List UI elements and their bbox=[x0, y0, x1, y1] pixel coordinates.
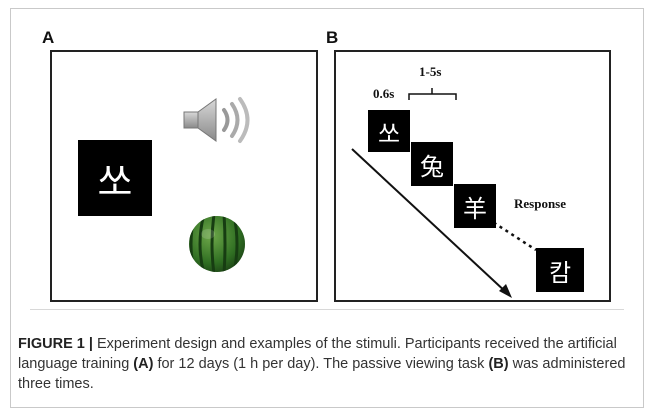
speaker-icon bbox=[183, 97, 250, 143]
caption-divider bbox=[30, 309, 624, 310]
caption-part-3: was administered three times. bbox=[18, 356, 626, 392]
panel-b: 0.6s 1-5s 쏘 兔 羊 Response 캄 bbox=[334, 50, 611, 302]
response-label: Response bbox=[514, 196, 567, 211]
panel-a: 쏘 bbox=[50, 50, 318, 302]
figure-label: FIGURE 1 | bbox=[18, 336, 93, 352]
caption-ref-a: (A) bbox=[133, 356, 154, 372]
stimulus-2-glyph: 兔 bbox=[420, 152, 444, 181]
caption-part-1: Experiment design and examples of the st… bbox=[18, 336, 617, 372]
stimulus-4-glyph: 캄 bbox=[548, 258, 572, 287]
stimulus-3: 羊 bbox=[454, 184, 496, 228]
stimulus-2: 兔 bbox=[411, 142, 453, 186]
panel-a-glyph: 쏘 bbox=[97, 159, 133, 204]
caption-part-2: for 12 days (1 h per day). The passive v… bbox=[153, 356, 489, 372]
panel-a-glyph-box: 쏘 bbox=[78, 140, 152, 216]
time-label-2: 1-5s bbox=[419, 64, 442, 79]
watermelon-icon bbox=[189, 216, 245, 272]
panel-a-letter: A bbox=[42, 28, 55, 47]
figure-caption: FIGURE 1 | Experiment design and example… bbox=[18, 334, 630, 394]
stimulus-4: 캄 bbox=[536, 248, 584, 292]
stimulus-3-glyph: 羊 bbox=[463, 194, 487, 223]
time-label-1: 0.6s bbox=[373, 86, 395, 101]
stimulus-1: 쏘 bbox=[368, 110, 410, 152]
interval-bracket bbox=[351, 88, 537, 298]
caption-ref-b: (B) bbox=[488, 356, 509, 372]
stimulus-1-glyph: 쏘 bbox=[377, 119, 401, 148]
panel-b-letter: B bbox=[326, 28, 339, 47]
